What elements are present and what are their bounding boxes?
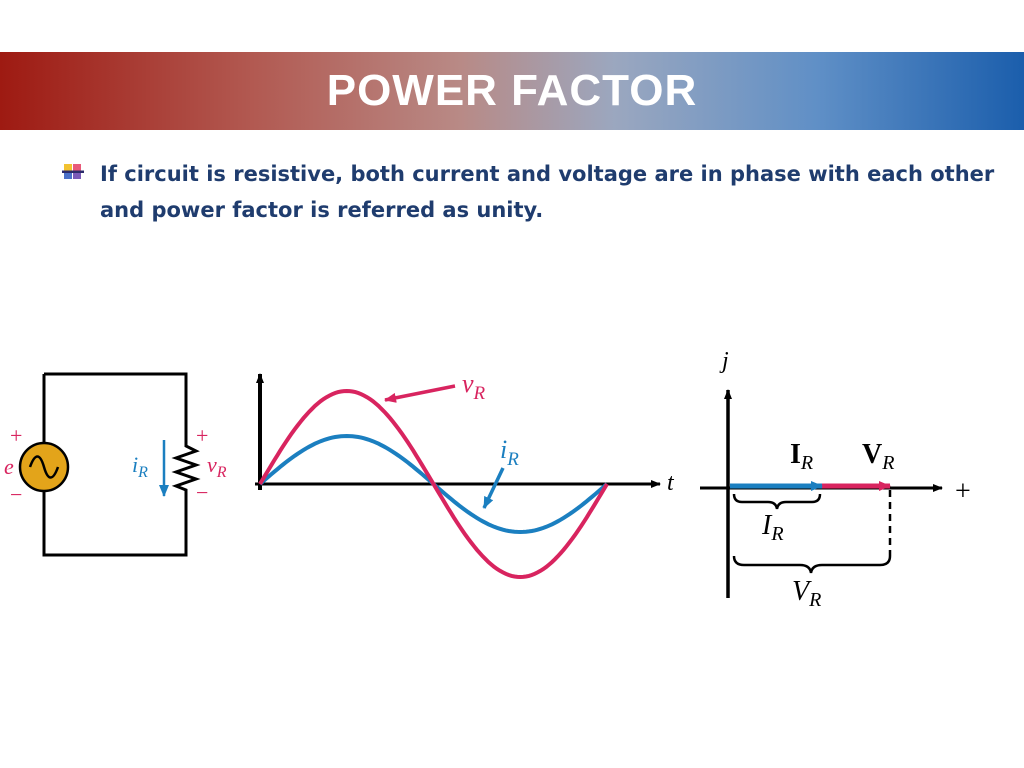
current-label: iR [132, 452, 148, 481]
resistor-minus-sign: − [196, 480, 208, 505]
voltage-waveform [258, 388, 609, 580]
current-label-sub: R [137, 464, 148, 481]
bullet-text: If circuit is resistive, both current an… [100, 162, 995, 222]
sine-symbol-icon [28, 455, 60, 479]
voltage-phasor-sub: R [881, 452, 894, 474]
current-phasor-label: IR [790, 439, 813, 474]
voltage-magnitude-label: VR [792, 576, 821, 611]
voltage-magnitude-sub: R [808, 589, 821, 611]
resistor-plus-sign: + [196, 423, 208, 448]
current-magnitude-label: IR [761, 510, 784, 545]
current-wave-label: iR [500, 435, 519, 470]
phasor-diagram: j + IR VR IR VR [700, 348, 971, 611]
resistor-icon [171, 438, 201, 496]
source-label: e [4, 454, 14, 479]
circuit-wire [42, 372, 188, 557]
time-axis-label: t [667, 470, 675, 496]
voltage-wave-sub: R [473, 383, 486, 404]
source-minus-sign: − [10, 482, 22, 507]
current-magnitude-sub: R [770, 523, 783, 545]
voltage-label: vR [207, 452, 227, 481]
voltage-magnitude-brace [732, 555, 892, 574]
current-callout-arrow [482, 467, 505, 509]
j-axis-label: j [719, 348, 729, 374]
current-phasor-sub: R [800, 452, 813, 474]
resistive-circuit: + − e iR + − vR [4, 372, 227, 557]
current-wave-sub: R [506, 449, 519, 470]
slide-title: POWER FACTOR [326, 66, 698, 115]
waveform-graph: vR iR t [255, 369, 675, 580]
title-banner [0, 52, 1024, 130]
voltage-wave-label: vR [462, 369, 486, 404]
voltage-label-sub: R [216, 464, 227, 481]
voltage-phasor-label: VR [862, 439, 894, 474]
source-plus-sign: + [10, 423, 22, 448]
current-magnitude-brace [732, 493, 822, 510]
voltage-callout-arrow [384, 384, 456, 403]
real-axis-plus: + [955, 476, 971, 507]
bullet-icon [62, 164, 84, 179]
